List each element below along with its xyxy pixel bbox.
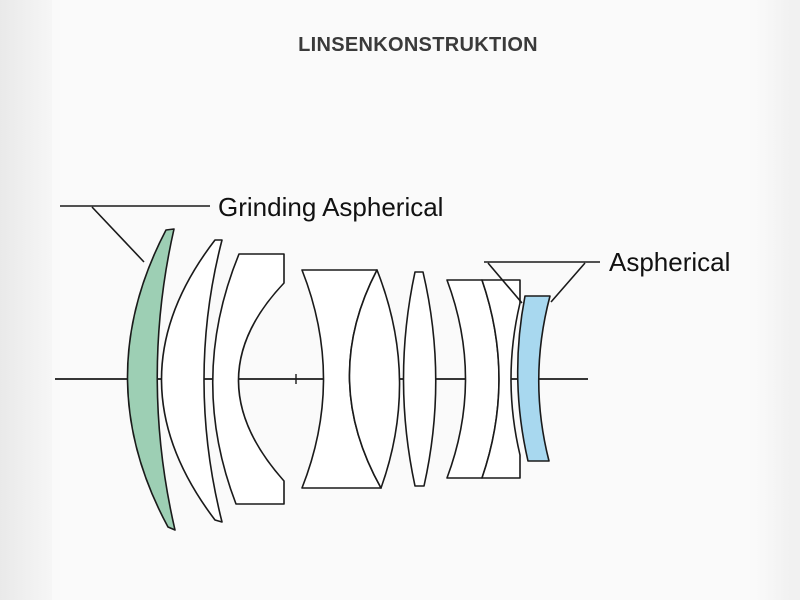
lens-element-5 <box>348 269 401 489</box>
lens-element-3 <box>211 253 285 505</box>
page-edge-shade <box>0 0 52 600</box>
callout-aspherical: Aspherical <box>609 247 731 277</box>
leader-lines-aspherical <box>484 261 600 304</box>
lens-element-6 <box>402 271 437 487</box>
lens-element-8 <box>481 279 521 479</box>
leader-lines-grinding <box>60 205 210 263</box>
callout-grinding-aspherical: Grinding Aspherical <box>218 192 444 222</box>
diagram-title: LINSENKONSTRUKTION <box>298 34 538 56</box>
lens-element-2 <box>160 239 223 523</box>
lens-element-9-aspherical <box>516 295 551 462</box>
lens-element-1-grinding-aspherical <box>126 228 176 531</box>
